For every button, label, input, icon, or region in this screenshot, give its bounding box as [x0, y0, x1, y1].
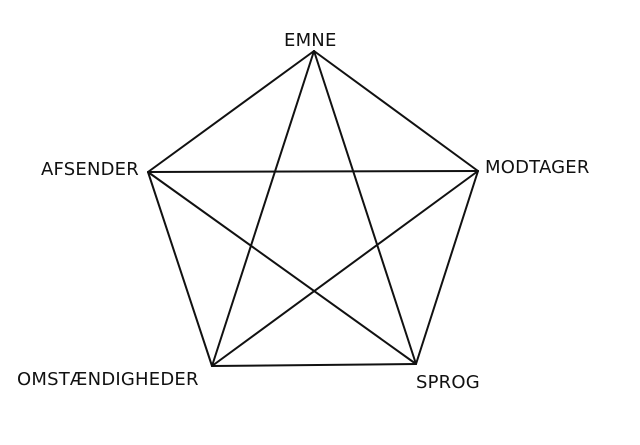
node-label-emne: EMNE: [284, 30, 337, 51]
edge-afsender-sprog: [147, 171, 417, 365]
edges-group: [147, 50, 479, 367]
edge-emne-sprog: [313, 50, 417, 365]
edge-modtager-omstaendigheder: [211, 170, 479, 367]
edge-omstaendigheder-afsender: [147, 171, 213, 367]
edge-emne-modtager: [313, 50, 479, 172]
edge-afsender-modtager: [147, 170, 479, 173]
edge-afsender-emne: [147, 50, 315, 173]
node-label-afsender: AFSENDER: [41, 159, 139, 180]
node-label-modtager: MODTAGER: [485, 157, 590, 178]
node-label-omstaendigheder: OMSTÆNDIGHEDER: [17, 369, 199, 390]
edge-emne-omstaendigheder: [211, 50, 315, 367]
edge-sprog-omstaendigheder: [211, 363, 417, 367]
node-label-sprog: SPROG: [416, 372, 480, 393]
edge-modtager-sprog: [415, 170, 479, 365]
